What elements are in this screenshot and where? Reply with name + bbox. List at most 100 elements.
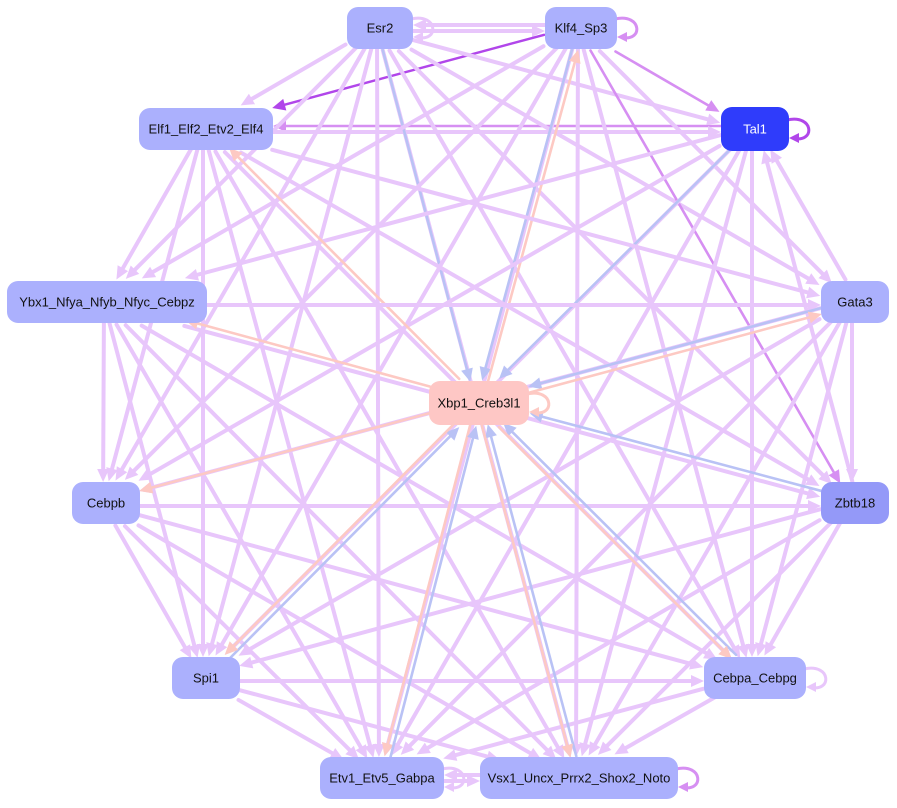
edge-esr2-to-xbp1: [381, 48, 469, 371]
edge-ybx1-to-etv1: [114, 322, 363, 750]
arrowhead-xbp1-to-spi1: [224, 641, 239, 655]
arrowhead-cebpa-to-xbp1: [503, 422, 517, 437]
edge-ybx1-to-spi1: [107, 321, 197, 648]
arrowhead-tal1-to-cebpa: [746, 644, 758, 657]
arrowhead-cebpb-to-spi1: [179, 644, 192, 659]
arrowhead-cebpb-to-zbtb18: [808, 500, 821, 512]
node-box-xbp1[interactable]: [429, 381, 529, 425]
edge-cebpb-to-etv1: [122, 524, 352, 752]
edge-gata3-to-etv1: [407, 318, 835, 748]
node-box-elf1[interactable]: [139, 108, 273, 150]
edge-zbtb18-to-vsx1: [605, 519, 834, 748]
node-box-gata3[interactable]: [821, 281, 889, 323]
node-spi1[interactable]: Spi1: [172, 657, 240, 699]
edge-xbp1-to-cebpa: [497, 425, 724, 652]
node-box-ybx1[interactable]: [7, 281, 207, 323]
edge-spi1-to-xbp1: [227, 435, 452, 661]
self-loop-arrowhead-xbp1: [529, 407, 539, 417]
node-label-spi1: Spi1: [193, 670, 219, 685]
self-loops-layer: [410, 16, 828, 792]
node-zbtb18[interactable]: Zbtb18: [821, 482, 889, 524]
edge-esr2-to-cebpb: [120, 45, 368, 472]
arrowhead-klf4-to-cebpb: [124, 466, 139, 480]
node-gata3[interactable]: Gata3: [821, 281, 889, 323]
arrowhead-esr2-to-spi1: [206, 642, 218, 657]
edge-zbtb18-to-spi1: [249, 507, 823, 665]
edge-cebpa-to-vsx1: [623, 694, 719, 750]
edge-tal1-to-vsx1: [583, 148, 749, 746]
edge-xbp1-to-vsx1: [480, 424, 569, 747]
node-klf4[interactable]: Klf4_Sp3: [545, 7, 617, 49]
arrowhead-klf4-to-esr2: [413, 19, 426, 31]
node-box-cebpa[interactable]: [704, 657, 806, 699]
edge-gata3-to-xbp1: [539, 306, 822, 385]
node-label-esr2: Esr2: [367, 20, 394, 35]
node-tal1[interactable]: Tal1: [721, 107, 789, 151]
edge-gata3-to-vsx1: [593, 319, 843, 747]
node-cebpb[interactable]: Cebpb: [72, 482, 140, 524]
arrowhead-gata3-to-vsx1: [588, 741, 601, 756]
node-label-klf4: Klf4_Sp3: [555, 20, 608, 35]
edge-elf1-to-gata3: [270, 147, 810, 295]
arrowhead-esr2-to-gata3: [805, 273, 820, 285]
node-box-cebpb[interactable]: [72, 482, 140, 524]
self-loop-arrowhead-esr2: [413, 32, 423, 42]
arrowhead-esr2-to-etv1: [372, 743, 385, 758]
edge-zbtb18-to-cebpa: [768, 520, 843, 647]
arrowhead-elf1-to-cebpb: [106, 467, 118, 482]
arrowhead-zbtb18-to-vsx1: [597, 741, 612, 755]
edge-xbp1-to-klf4: [486, 61, 577, 384]
arrowhead-spi1-to-xbp1: [445, 427, 460, 441]
node-box-klf4[interactable]: [545, 7, 617, 49]
edge-ybx1-to-cebpb: [101, 320, 106, 471]
edge-klf4-to-xbp1: [484, 46, 574, 369]
arrowhead-klf4-to-tal1: [705, 100, 720, 112]
node-box-vsx1[interactable]: [480, 757, 678, 799]
arrowhead-esr2-to-tal1: [706, 113, 721, 126]
arrowhead-gata3-to-spi1: [238, 643, 253, 656]
edge-esr2-to-ybx1: [132, 44, 359, 272]
node-box-tal1[interactable]: [721, 107, 789, 151]
node-box-zbtb18[interactable]: [821, 482, 889, 524]
arrowhead-elf1-to-ybx1: [116, 265, 129, 280]
arrowhead-etv1-to-xbp1: [467, 425, 479, 440]
edge-xbp1-to-elf1: [236, 155, 461, 381]
edge-cebpb-to-spi1: [113, 523, 187, 650]
node-vsx1[interactable]: Vsx1_Uncx_Prrx2_Shox2_Noto: [480, 757, 678, 799]
arrowhead-ybx1-to-cebpb: [97, 468, 110, 482]
arrowhead-elf1-to-vsx1: [552, 744, 565, 759]
edge-klf4-to-cebpa: [581, 47, 746, 648]
arrowhead-klf4-to-elf1: [272, 98, 287, 111]
arrowhead-zbtb18-to-spi1: [239, 656, 254, 669]
self-loop-arrowhead-cebpa: [806, 682, 816, 692]
arrowhead-ybx1-to-zbtb18: [806, 487, 821, 500]
edge-tal1-to-ybx1: [195, 133, 723, 277]
arrowhead-zbtb18-to-cebpa: [764, 641, 777, 656]
node-label-ybx1: Ybx1_Nfya_Nfyb_Nfyc_Cebpz: [19, 294, 195, 309]
arrowhead-gata3-to-zbtb18: [846, 469, 858, 482]
node-label-xbp1: Xbp1_Creb3l1: [437, 395, 520, 410]
node-elf1[interactable]: Elf1_Elf2_Etv2_Elf4: [139, 108, 273, 150]
arrowhead-esr2-to-klf4: [532, 25, 545, 37]
self-loop-arrowhead-vsx1: [678, 782, 688, 792]
edge-elf1-to-ybx1: [120, 146, 194, 271]
edge-ybx1-to-cebpa: [139, 323, 709, 656]
node-xbp1[interactable]: Xbp1_Creb3l1: [429, 381, 529, 425]
node-label-gata3: Gata3: [837, 294, 872, 309]
node-box-esr2[interactable]: [347, 7, 413, 49]
arrowhead-xbp1-to-elf1: [229, 147, 243, 162]
arrowhead-elf1-to-zbtb18: [805, 474, 820, 487]
node-ybx1[interactable]: Ybx1_Nfya_Nfyb_Nfyc_Cebpz: [7, 281, 207, 323]
node-box-spi1[interactable]: [172, 657, 240, 699]
edge-xbp1-to-gata3: [528, 316, 811, 394]
edge-esr2-to-spi1: [210, 46, 374, 646]
arrowhead-ybx1-to-spi1: [188, 643, 201, 658]
arrowhead-esr2-to-elf1: [240, 93, 255, 106]
node-esr2[interactable]: Esr2: [347, 7, 413, 49]
node-etv1[interactable]: Etv1_Etv5_Gabpa: [320, 757, 444, 799]
node-box-etv1[interactable]: [320, 757, 444, 799]
arrowhead-cebpb-to-etv1: [345, 745, 359, 760]
edge-xbp1-to-ybx1: [196, 322, 432, 388]
node-cebpa[interactable]: Cebpa_Cebpg: [704, 657, 806, 699]
edge-spi1-to-vsx1: [237, 688, 490, 759]
